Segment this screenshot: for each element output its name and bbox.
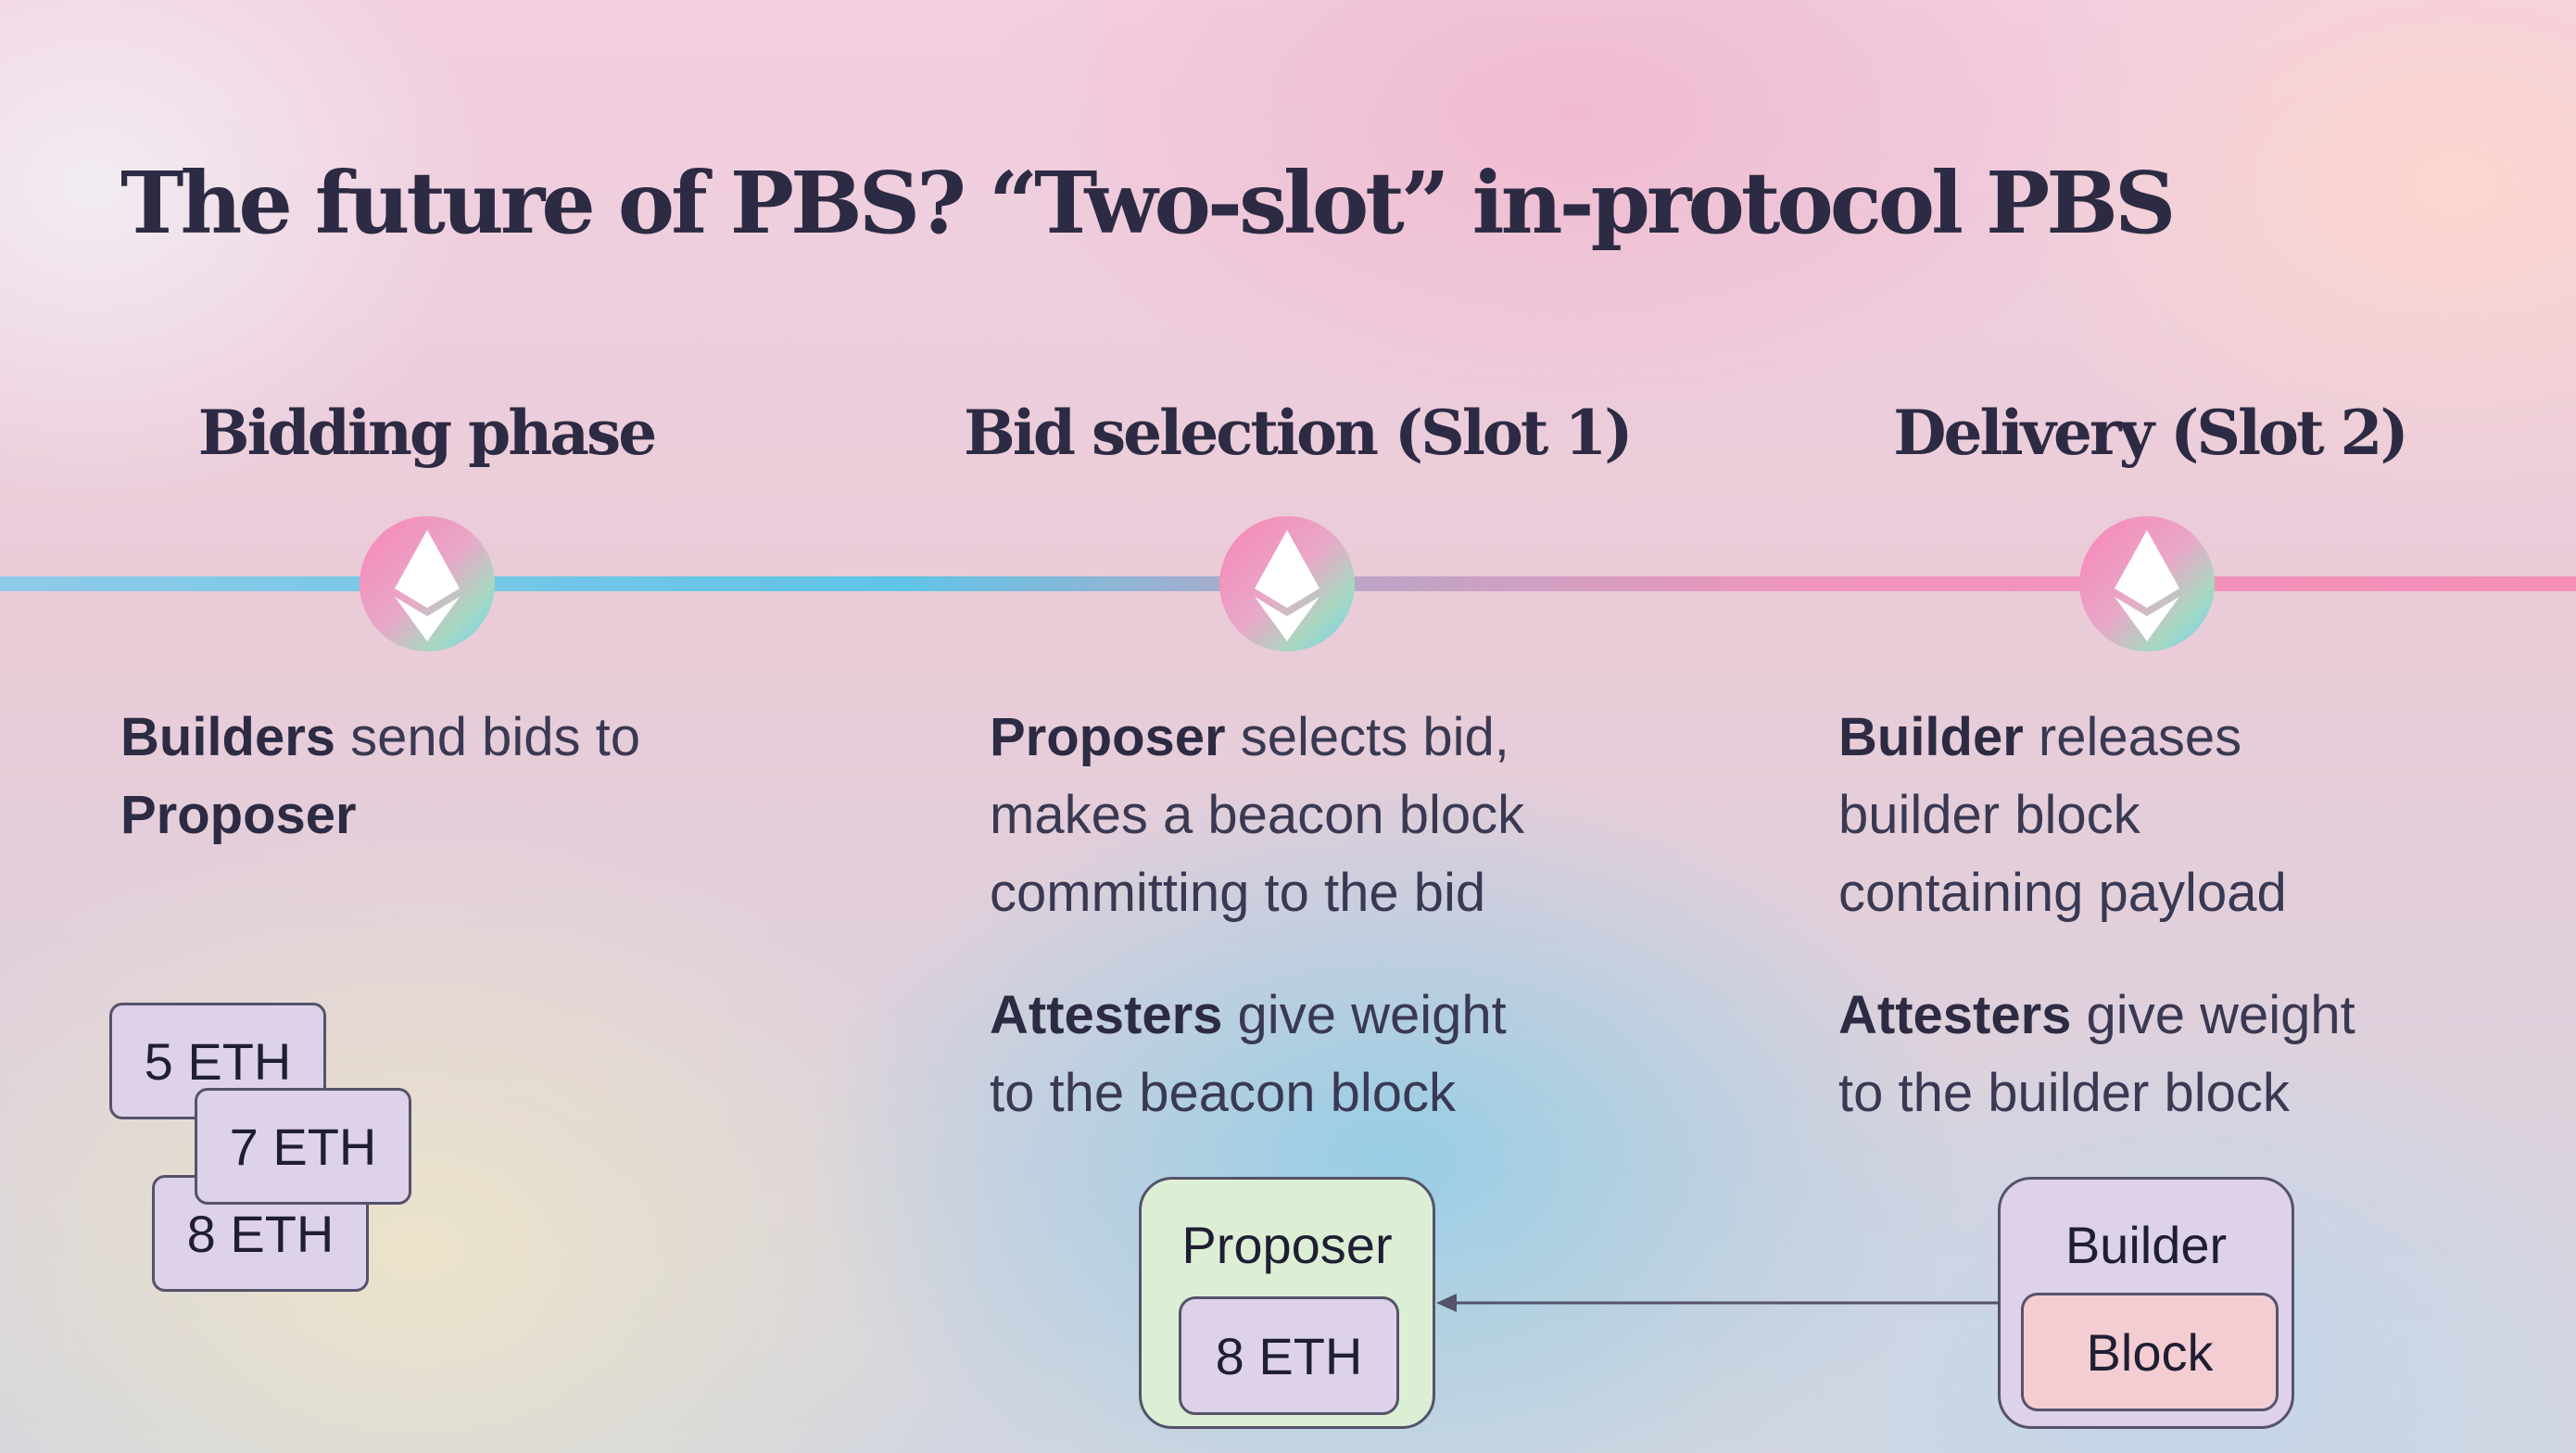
- bold-term: Builders: [120, 707, 336, 767]
- builder-box: Builder Block: [1998, 1177, 2294, 1429]
- ethereum-icon: [2079, 516, 2215, 651]
- delivery-arrow: [1436, 1294, 2001, 1312]
- timeline: [0, 516, 2576, 651]
- selected-bid: 8 ETH: [1179, 1296, 1399, 1415]
- bidding-description: Builders send bids to Proposer: [120, 699, 640, 854]
- phase-title-delivery: Delivery (Slot 2): [1893, 397, 2408, 469]
- text: containing payload: [1838, 863, 2287, 923]
- bold-term: Builder: [1838, 707, 2024, 767]
- proposer-label: Proposer: [1181, 1216, 1393, 1274]
- text: makes a beacon block: [990, 785, 1525, 845]
- phase-title-bid-selection: Bid selection (Slot 1): [964, 397, 1634, 469]
- ethereum-icon: [360, 516, 495, 651]
- bold-term: Proposer: [990, 707, 1226, 767]
- text: builder block: [1838, 785, 2140, 845]
- bid-selection-attesters: Attesters give weight to the beacon bloc…: [990, 977, 1507, 1132]
- text: to the builder block: [1838, 1063, 2290, 1123]
- text: committing to the bid: [990, 863, 1486, 923]
- text: selects bid,: [1225, 707, 1509, 767]
- delivery-description: Builder releases builder block containin…: [1838, 699, 2287, 932]
- text: send bids to: [335, 707, 640, 767]
- slide-title: The future of PBS? “Two-slot” in-protoco…: [120, 153, 2176, 253]
- text: give weight: [2071, 985, 2355, 1045]
- delivery-attesters: Attesters give weight to the builder blo…: [1838, 977, 2355, 1132]
- bid-selection-description: Proposer selects bid, makes a beacon blo…: [990, 699, 1524, 932]
- bid-card: 7 ETH: [195, 1088, 411, 1205]
- builder-block: Block: [2021, 1293, 2279, 1411]
- builder-label: Builder: [2065, 1216, 2228, 1274]
- bold-term: Attesters: [1838, 985, 2072, 1045]
- ethereum-icon: [1219, 516, 1355, 651]
- proposer-box: Proposer 8 ETH: [1139, 1177, 1435, 1429]
- bold-term: Attesters: [990, 985, 1223, 1045]
- text: releases: [2023, 707, 2242, 767]
- phase-title-bidding: Bidding phase: [197, 397, 657, 469]
- text: give weight: [1222, 985, 1507, 1045]
- text: to the beacon block: [990, 1063, 1457, 1123]
- bold-term: Proposer: [120, 785, 357, 845]
